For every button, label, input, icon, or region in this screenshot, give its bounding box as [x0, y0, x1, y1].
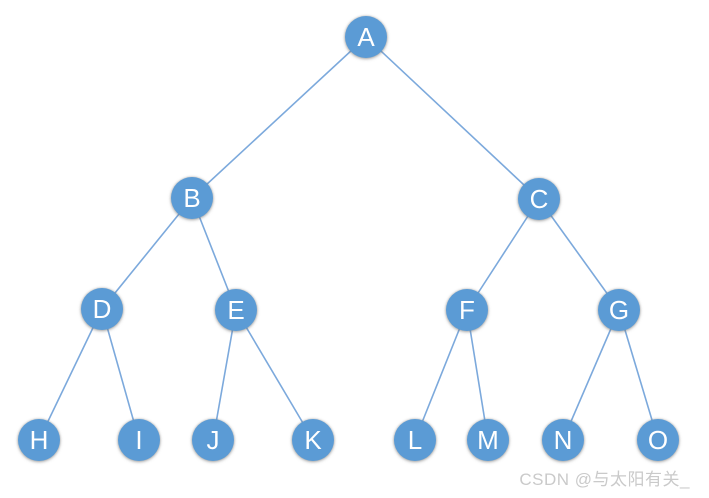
tree-node-O: O — [637, 419, 679, 461]
tree-node-E: E — [215, 289, 257, 331]
tree-node-K: K — [292, 419, 334, 461]
tree-edge-A-B — [191, 36, 367, 199]
tree-edge-D-I — [101, 308, 140, 441]
tree-edge-E-K — [235, 309, 314, 441]
tree-node-A: A — [345, 16, 387, 58]
tree-node-label-M: M — [477, 425, 499, 455]
tree-edge-G-N — [562, 309, 620, 441]
tree-edge-E-J — [212, 309, 237, 441]
tree-node-M: M — [467, 419, 509, 461]
tree-node-N: N — [542, 419, 584, 461]
tree-node-label-I: I — [135, 425, 143, 455]
tree-node-label-G: G — [608, 295, 630, 325]
tree-node-label-L: L — [407, 425, 423, 455]
tree-node-label-O: O — [647, 425, 669, 455]
tree-edge-A-C — [365, 36, 540, 200]
tree-node-J: J — [192, 419, 234, 461]
tree-node-label-D: D — [92, 294, 112, 324]
tree-node-C: C — [518, 178, 560, 220]
tree-edge-C-F — [466, 198, 540, 311]
tree-node-label-E: E — [227, 295, 245, 325]
tree-node-label-N: N — [553, 425, 573, 455]
tree-node-label-B: B — [183, 183, 201, 213]
tree-node-label-K: K — [304, 425, 322, 455]
tree-node-label-F: F — [459, 295, 475, 325]
tree-edge-F-L — [414, 309, 468, 441]
tree-node-label-C: C — [529, 184, 549, 214]
tree-node-label-H: H — [29, 425, 49, 455]
tree-edge-C-G — [538, 198, 620, 311]
tree-node-H: H — [18, 419, 60, 461]
tree-node-D: D — [81, 288, 123, 330]
tree-edge-D-H — [38, 308, 103, 441]
tree-node-label-A: A — [357, 22, 375, 52]
tree-node-label-J: J — [206, 425, 220, 455]
tree-node-F: F — [446, 289, 488, 331]
tree-edge-B-D — [101, 197, 193, 310]
watermark: CSDN @与太阳有关_ — [519, 470, 690, 489]
tree-node-G: G — [598, 289, 640, 331]
tree-node-B: B — [171, 177, 213, 219]
tree-node-I: I — [118, 419, 160, 461]
tree-edge-F-M — [466, 309, 489, 441]
tree-node-L: L — [394, 419, 436, 461]
tree-edge-G-O — [618, 309, 659, 441]
